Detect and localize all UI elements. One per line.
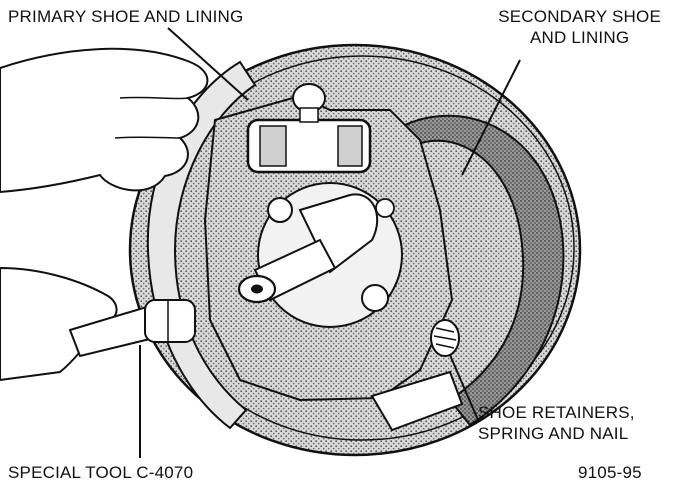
leader-primary <box>167 27 249 101</box>
special-tool <box>68 299 196 358</box>
primary-shoe-label: PRIMARY SHOE AND LINING <box>8 7 244 26</box>
shoe-retainers-label-line2: SPRING AND NAIL <box>478 424 629 443</box>
secondary-shoe-label-line2: AND LINING <box>529 28 630 47</box>
leader-retainers <box>449 354 479 421</box>
hand-lower-left <box>0 266 118 382</box>
adjuster-lever <box>370 370 464 432</box>
secondary-shoe-lining <box>390 114 565 427</box>
special-tool-label: SPECIAL TOOL C-4070 <box>8 463 194 482</box>
hub-spindle <box>237 182 403 328</box>
shoe-retainers-label-line1: SHOE RETAINERS, <box>478 403 635 422</box>
figure-number: 9105-95 <box>578 463 642 482</box>
hand-upper-left <box>0 47 209 194</box>
secondary-shoe-label: SECONDARY SHOE AND LINING <box>498 6 661 48</box>
leader-lines <box>139 27 521 458</box>
wheel-cylinder <box>246 83 372 174</box>
shoe-retainer-spring <box>430 319 460 357</box>
leader-secondary <box>461 59 521 176</box>
shoe-retainers-label: SHOE RETAINERS, SPRING AND NAIL <box>478 402 635 444</box>
secondary-shoe-label-line1: SECONDARY SHOE <box>498 7 661 26</box>
